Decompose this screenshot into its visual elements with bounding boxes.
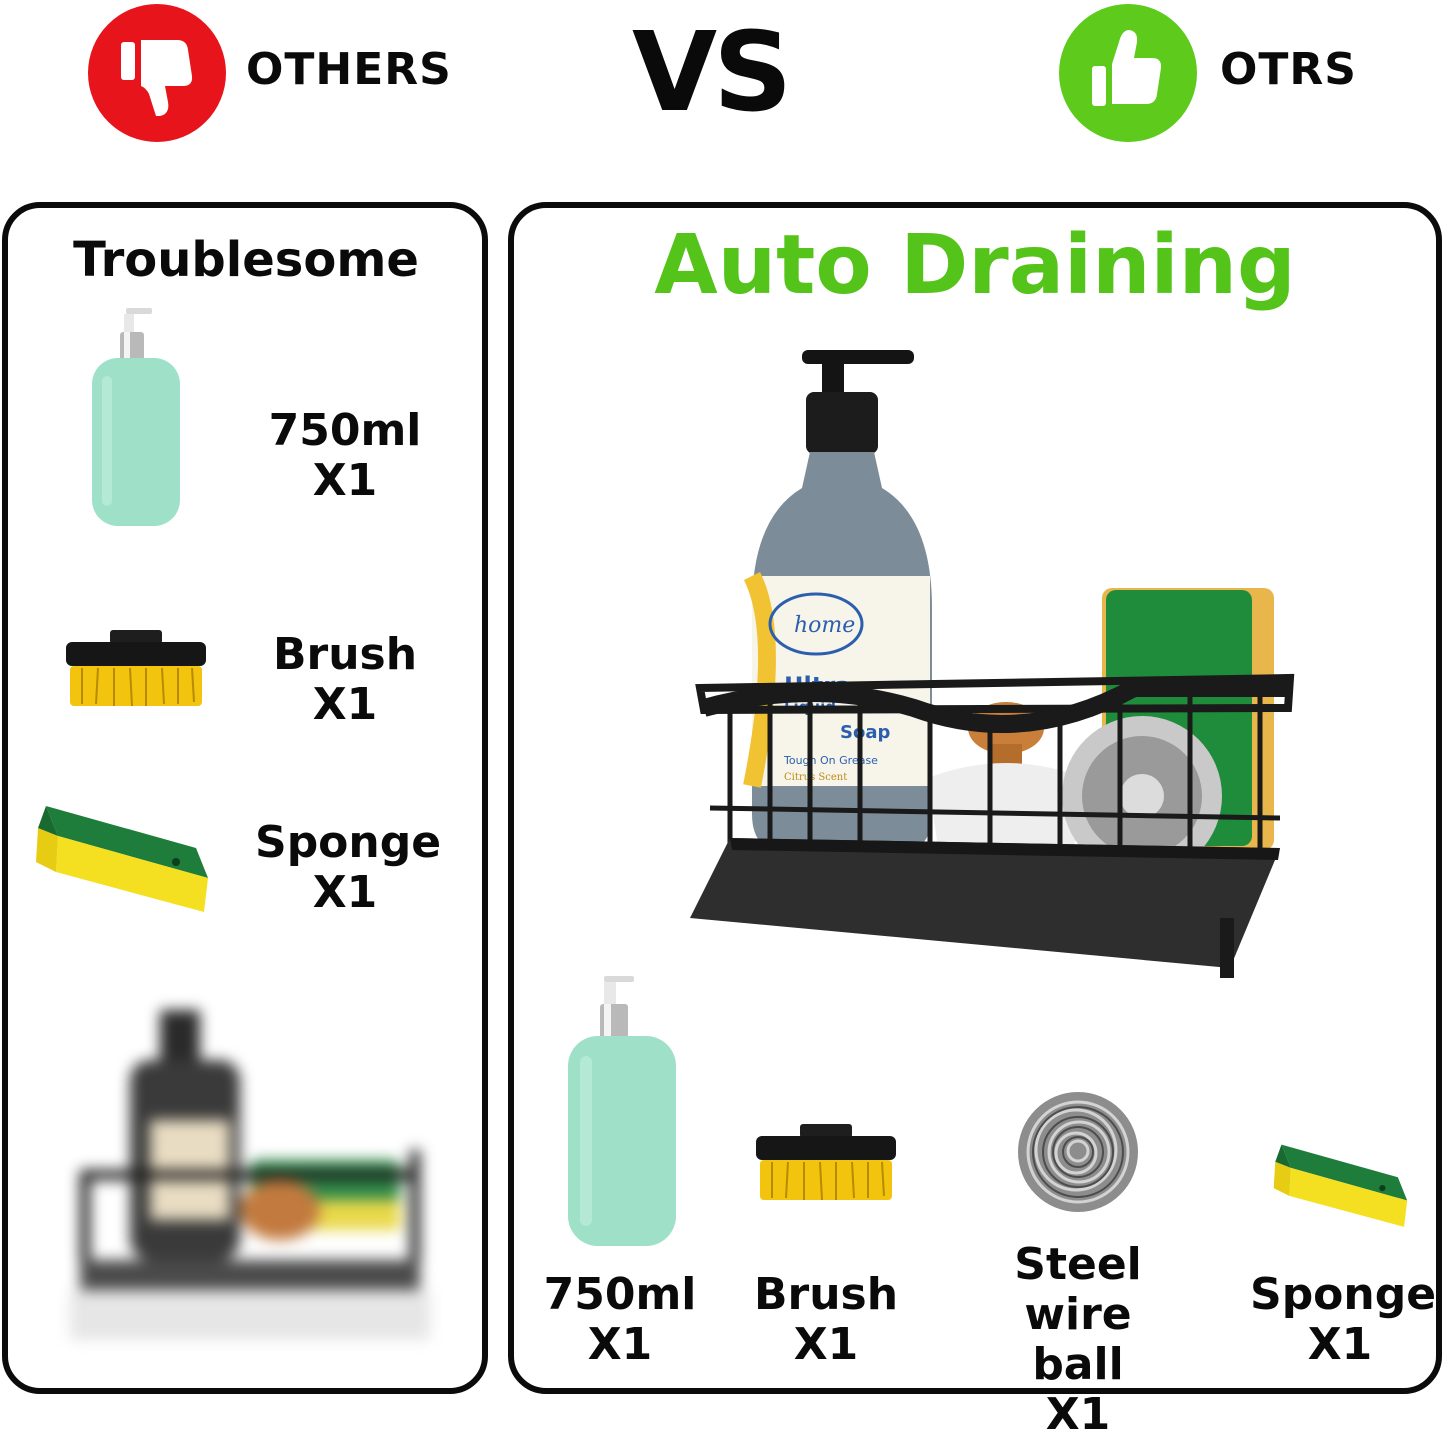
others-label: OTHERS: [246, 44, 452, 95]
vs-label: VS: [632, 8, 792, 136]
soap-bottle-icon: [92, 308, 180, 526]
item-qty: X1: [312, 679, 378, 730]
bottle-line3-text: Soap: [840, 722, 890, 743]
item-qty: X1: [312, 455, 378, 506]
left-item-brush-label: Brush X1: [255, 630, 435, 730]
item-name: Sponge: [255, 817, 442, 868]
item-name: Brush: [272, 629, 418, 680]
sponge-icon: [36, 806, 208, 912]
thumbs-down-icon: [88, 4, 226, 142]
item-name: Sponge: [1250, 1269, 1437, 1320]
right-item-steel-wire-label: Steel wire ball X1: [960, 1240, 1196, 1440]
left-item-sponge-label: Sponge X1: [255, 817, 442, 918]
competitor-caddy-image: [70, 1010, 430, 1340]
item-name: Brush: [753, 1269, 899, 1320]
auto-draining-title: Auto Draining: [654, 218, 1296, 313]
sink-caddy-product-image: home Ultra Liquid Soap Tough On Grease C…: [690, 350, 1295, 978]
steel-wool-icon: [1018, 1092, 1138, 1212]
brush-icon: [756, 1124, 896, 1201]
item-name-2: ball: [1032, 1339, 1124, 1390]
sponge-icon: [1273, 1144, 1408, 1227]
thumbs-down-badge: [88, 4, 226, 142]
item-qty: X1: [1045, 1389, 1111, 1440]
item-name: 750ml: [543, 1269, 697, 1320]
thumbs-up-badge: [1059, 4, 1197, 142]
item-name: Steel wire: [1014, 1239, 1142, 1340]
item-qty: X1: [1307, 1319, 1373, 1370]
troublesome-title: Troublesome: [73, 232, 419, 288]
right-item-sponge-label: Sponge X1: [1250, 1269, 1437, 1370]
item-name: 750ml: [268, 405, 422, 456]
item-qty: X1: [793, 1319, 859, 1370]
item-qty: X1: [587, 1319, 653, 1370]
bottle-scent-text: Citrus Scent: [784, 772, 847, 783]
otrs-label: OTRS: [1220, 44, 1357, 95]
item-qty: X1: [312, 867, 378, 918]
bottle-tagline-text: Tough On Grease: [783, 754, 878, 767]
right-item-bottle-label: 750ml X1: [540, 1270, 700, 1370]
bottle-brand-text: home: [794, 613, 855, 638]
soap-bottle-icon: [568, 976, 676, 1246]
thumbs-up-icon: [1059, 4, 1197, 142]
brush-icon: [66, 630, 206, 707]
left-item-bottle-label: 750ml X1: [255, 406, 435, 506]
blurred-competitor-caddy: [60, 1000, 440, 1360]
right-item-brush-label: Brush X1: [745, 1270, 907, 1370]
